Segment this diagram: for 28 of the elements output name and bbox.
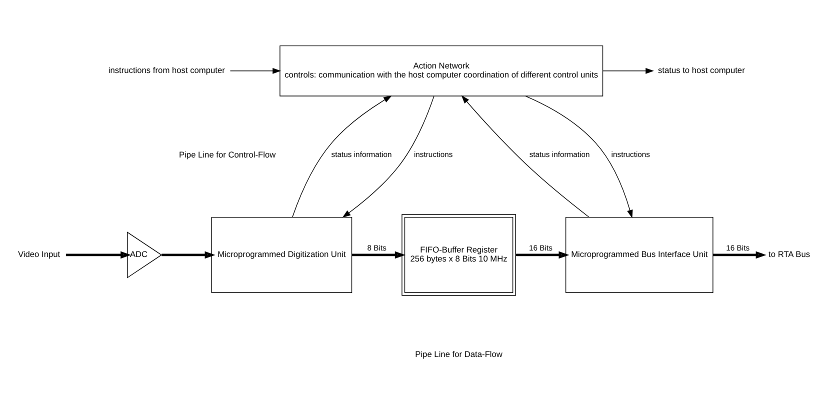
- node-box: Action Network controls: communication with the host computer coordination of different control units: [279, 45, 603, 96]
- arrow: [515, 251, 569, 259]
- node-text: to RTA Bus: [768, 249, 810, 260]
- arrow: [460, 95, 589, 218]
- arrow: [712, 251, 766, 259]
- edge-label: instructions: [610, 150, 650, 160]
- edge-label: 16 Bits: [726, 244, 750, 253]
- arrow: [292, 96, 392, 218]
- arrow: [65, 251, 131, 259]
- arrow: [342, 96, 434, 218]
- arrow: [161, 251, 215, 259]
- arrow: [229, 68, 280, 74]
- node-text: Video Input: [17, 249, 60, 260]
- edge-label: status information: [330, 150, 392, 160]
- node-box: Microprogrammed Bus Interface Unit: [564, 216, 713, 293]
- edge-label: instructions: [413, 150, 452, 160]
- edge-label: status information: [528, 150, 590, 160]
- edge-label: 16 Bits: [528, 244, 552, 253]
- node-text: status to host computer: [657, 65, 744, 76]
- arrow: [351, 251, 405, 259]
- node-box: FIFO-Buffer Register 256 bytes x 8 Bits 10 MHz: [401, 214, 516, 296]
- arrow: [524, 96, 632, 218]
- node-text: instructions from host computer: [108, 65, 224, 76]
- arrow: [602, 68, 654, 74]
- label: Pipe Line for Control-Flow: [178, 149, 276, 160]
- node-box: Microprogrammed Digitization Unit: [210, 216, 352, 293]
- edge-label: 8 Bits: [366, 244, 386, 253]
- label: Pipe Line for Data-Flow: [414, 348, 502, 359]
